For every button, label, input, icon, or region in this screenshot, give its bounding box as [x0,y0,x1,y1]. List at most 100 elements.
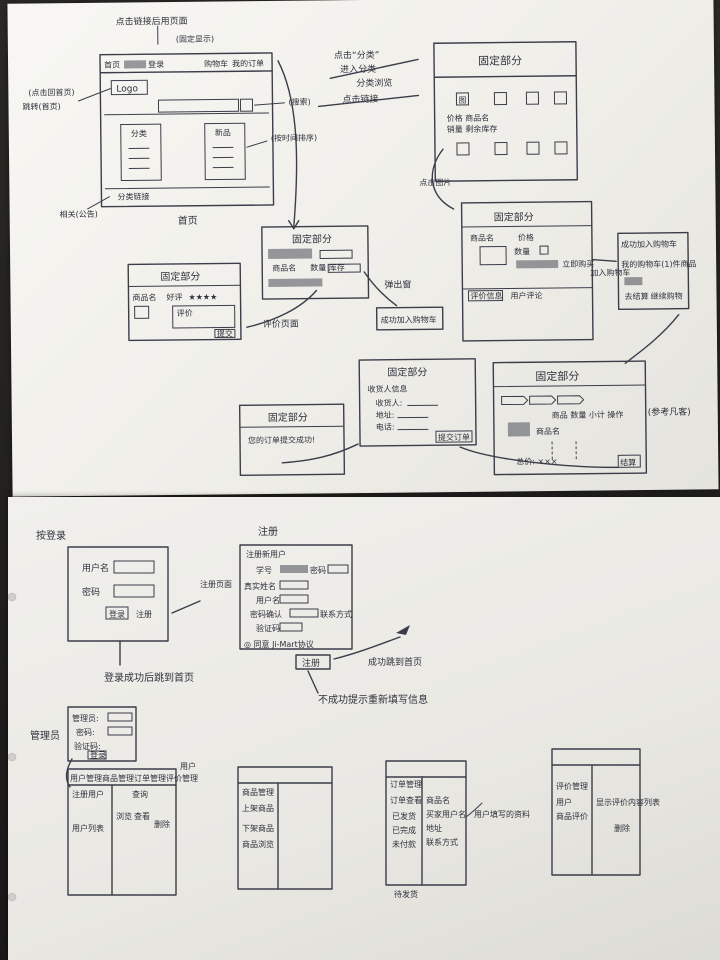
order-form-heading: 收货人信息 [367,384,407,394]
toast-message: 成功加入购物车 [381,314,437,325]
reg-field-3: 真实姓名 [244,581,276,591]
popup-frame [261,225,370,300]
cat-grid-6 [494,141,508,156]
order-form-wireframe: 固定部分 收货人信息 收货人: 地址: 电话: 提交订单 [358,358,477,447]
home-footer-line [104,186,270,190]
admin-account: 管理员: [72,713,99,723]
admin-orders-menu-3: 已发货 [392,811,416,821]
home-search-arrow [254,102,285,106]
admin-tab-1: 用户管理 [70,773,102,783]
order-done-message: 您的订单提交成功! [248,435,315,446]
binder-hole-2 [8,752,17,762]
admin-login-btn: 登录 [90,750,106,760]
home-wireframe: 首页 登录 购物车 我的订单 Logo 分类 新品 分类链接 首页 (点击回 [22,52,317,227]
cart-header: 商品 数量 小计 操作 [552,409,624,420]
popup-shop-line: 商品名 [272,263,296,273]
admin-tab-2: 商品管理 [102,773,134,783]
cat-grid-8 [554,141,568,155]
login-to-register-arrow [171,600,201,614]
home-footer-links: 分类链接 [117,191,149,201]
popup-buy-btn-box [327,263,361,273]
reg-field-5: 密码确认 [250,609,282,619]
popup-caption: 弹出窗 [384,278,411,290]
cat-line-1: 价格 商品名 [447,113,490,123]
click-image-note: 点击图片 [419,177,451,187]
detail-frame [460,200,594,342]
home-notice-note: 相关(公告) [60,209,98,219]
nav-scribble [124,60,147,69]
cart-go-cart-label: 去结算 [624,291,648,301]
order-done-frame [238,403,346,476]
home-skip-note: 跳转(首页) [22,101,60,111]
cart-to-order-arrow [459,446,620,469]
cart-title: 固定部分 [535,369,579,383]
cart-note: (参考凡客) [648,406,691,418]
admin-main-3: 删除 [154,819,170,829]
order-field-2: 地址: [376,410,395,420]
login-btn: 登录 [109,609,125,619]
admin-orders-detail-1: 商品名 [426,795,450,805]
register-label: 注册 [258,525,278,538]
cart-page-wireframe: 固定部分 商品 数量 小计 操作 商品名 总价: ××× 结算 [492,360,648,476]
bottom-sketch-sheet: 按登录 用户名 密码 登录 注册 注册页面 登录成功后跳到首页 注册 注册新用户… [8,497,720,960]
order-submit: 提交订单 [438,432,470,442]
order-form-frame [358,358,477,447]
register-btn: 注册 [136,609,152,619]
admin-login-wireframe: 管理员: 密码: 验证码: 登录 [67,706,137,762]
cat-line-2: 销量 剩余库存 [447,124,498,135]
cart-item-image [507,422,530,437]
cart-steps [501,395,585,406]
cart-sum: 总价: ××× [516,456,557,466]
cart-continue-label: 继续购物 [650,291,682,301]
login-username-box [113,560,155,574]
admin-user-frame [67,768,177,896]
home-logo-arrow [77,88,111,102]
order-to-done-arrow [281,443,359,464]
home-notice-arrow [87,196,110,210]
popup-qty-line: 数量 库存 [310,262,345,272]
admin-orders-wireframe: 订单管理 订单查看 已发货 已完成 未付款 待发货 商品名 买家用户名 地址 联… [385,760,467,899]
login-username: 用户名 [82,562,109,574]
admin-orders-frame [385,760,467,886]
cat-grid-5 [456,142,470,156]
register-submit: 注册 [302,657,320,669]
admin-password: 密码: [76,727,95,737]
detail-qty: 数量 [514,246,530,256]
register-heading: 注册新用户 [246,549,286,559]
order-field-1: 收货人: [376,398,403,408]
home-category-label: 分类 [131,128,147,138]
reg-field-2-box [327,564,349,574]
reg-field-4: 用户名 [256,595,280,605]
home-nav-login: 登录 [148,59,164,69]
to-review-arrow [246,289,318,328]
cart-success-frame [617,231,690,311]
reg-field-4-box [279,594,309,604]
admin-goods-menu-1: 商品管理 [242,787,274,797]
order-done-title: 固定部分 [268,411,308,424]
admin-orders-menu-4: 已完成 [392,825,416,835]
home-logo: Logo [116,84,138,94]
top-sketch-sheet: 点击链接后用页面 (固定显示) 首页 登录 购物车 我的订单 Logo 分类 [7,0,719,497]
reg-field-1: 学号 [256,565,272,575]
review-image-box [134,305,150,319]
admin-goods-wireframe: 商品管理 上架商品 下架商品 商品浏览 [237,766,333,890]
detail-to-popup-arrow [591,258,617,263]
admin-side-2: 用户列表 [72,823,104,833]
review-product: 商品名 [132,292,156,302]
admin-orders-menu-5: 未付款 [392,839,416,849]
popup-to-toast-arrow [363,271,398,307]
home-nav-home: 首页 [104,60,120,70]
detail-cart-arrow-note: 加入购物车 [590,267,630,277]
review-submit-box [214,328,236,339]
login-btn-box [105,606,129,620]
login-success-note: 登录成功后跳到首页 [104,671,194,684]
admin-reviews-wireframe: 评价管理 用户 商品评价 显示评价内容列表 删除 [551,748,660,876]
admin-reviews-menu-3: 商品评价 [556,811,588,821]
cat-grid-7 [526,141,540,155]
home-product-box [204,122,246,181]
admin-reviews-menu-1: 评价管理 [556,781,588,791]
review-caption: 评价页面 [263,319,299,330]
arrow-note-4: 点击链接 [342,93,378,105]
home-sort-arrow [246,140,268,148]
